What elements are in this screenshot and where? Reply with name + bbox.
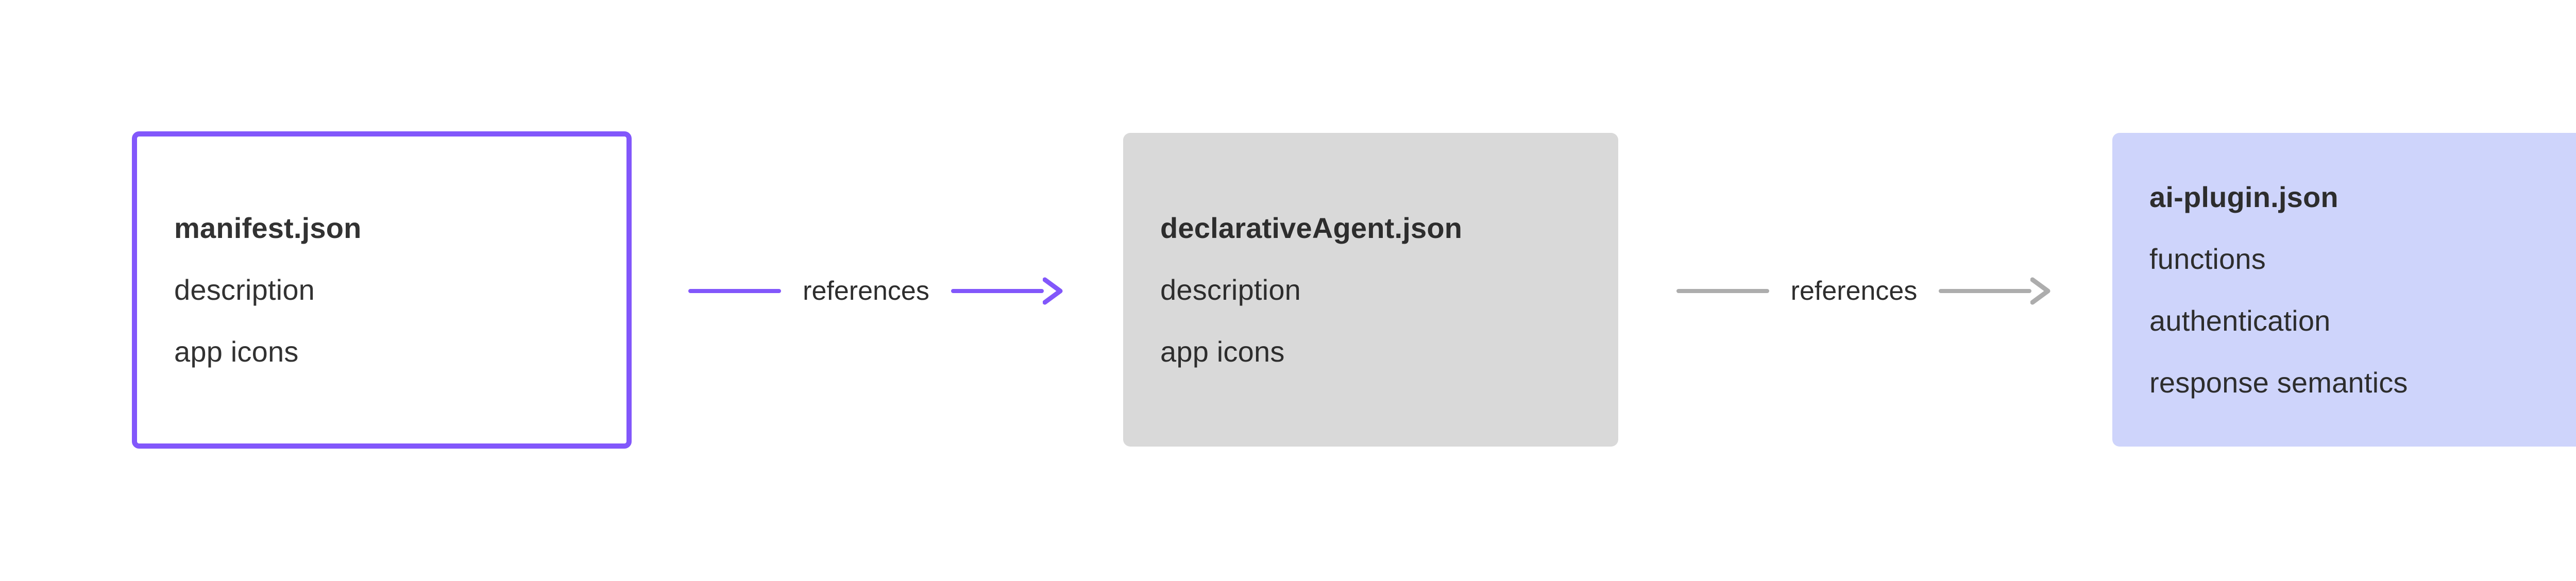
node-detail-line: app icons xyxy=(174,335,299,368)
node-detail-line: authentication xyxy=(2149,304,2331,337)
node-title: declarativeAgent.json xyxy=(1160,211,1463,244)
arrow-head-icon xyxy=(1042,277,1063,305)
node-title: ai-plugin.json xyxy=(2149,180,2338,213)
edge-line-segment xyxy=(688,289,782,293)
edge-line-segment xyxy=(951,289,1044,293)
node-detail-line: response semantics xyxy=(2149,366,2408,399)
node-detail-line: functions xyxy=(2149,242,2266,275)
node-manifest-json[interactable]: manifest.json description app icons xyxy=(132,131,632,449)
arrow-head-icon xyxy=(2030,277,2050,305)
node-detail-line: description xyxy=(1160,273,1301,306)
edge-declarative-agent-to-ai-plugin: references xyxy=(1618,258,2112,324)
edge-line-segment xyxy=(1676,289,1769,293)
edge-label: references xyxy=(1790,276,1918,306)
node-detail-line: app icons xyxy=(1160,335,1285,368)
edge-manifest-to-declarative-agent: references xyxy=(632,258,1123,324)
edge-label: references xyxy=(803,276,929,306)
node-ai-plugin-json[interactable]: ai-plugin.json functions authentication … xyxy=(2112,133,2576,447)
node-title: manifest.json xyxy=(174,212,362,244)
edge-line-segment xyxy=(1939,289,2032,293)
node-declarative-agent-json[interactable]: declarativeAgent.json description app ic… xyxy=(1123,133,1618,447)
node-detail-line: description xyxy=(174,274,315,306)
